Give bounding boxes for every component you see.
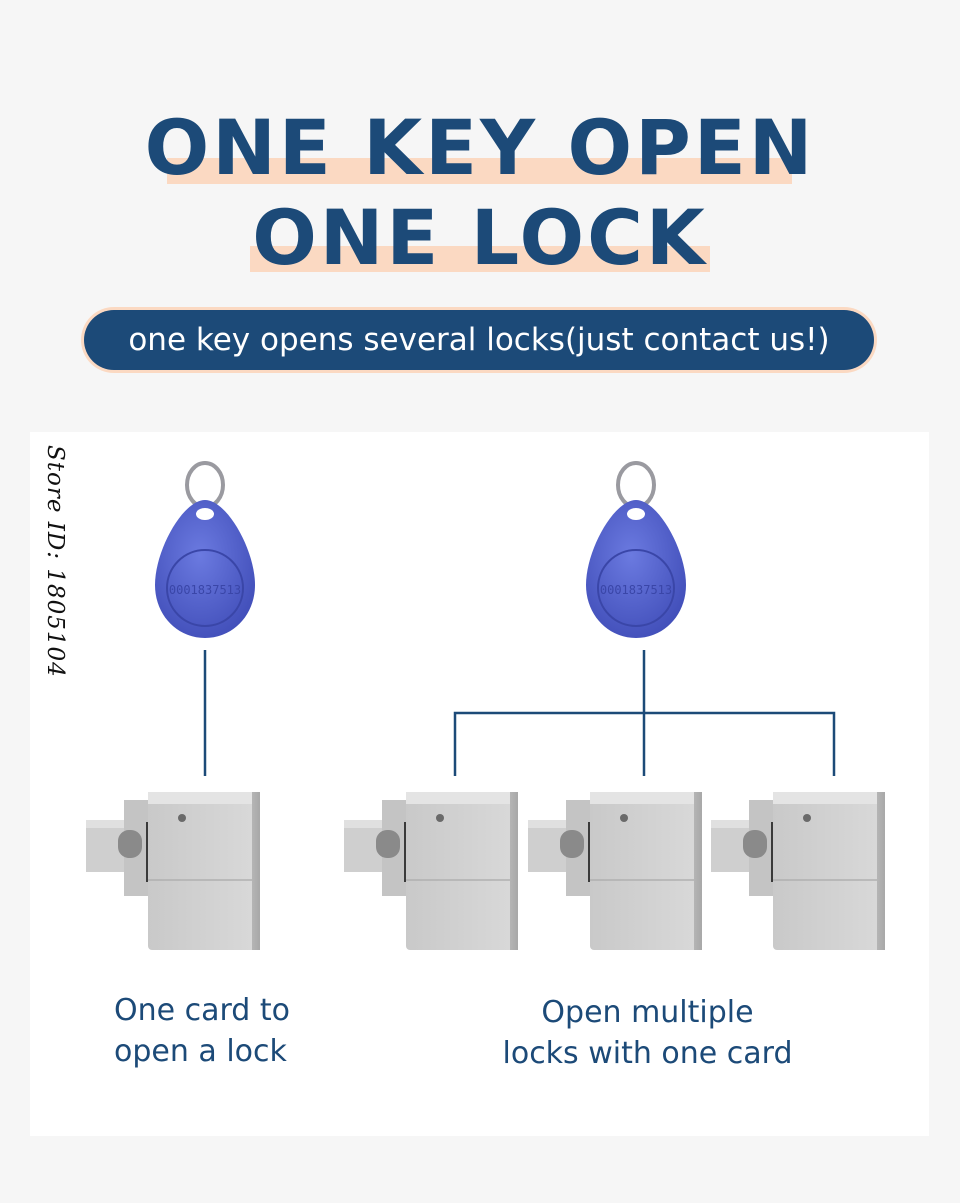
fob-serial-right: 0001837513 <box>600 583 672 597</box>
caption-single-lock: One card to open a lock <box>114 990 290 1072</box>
headline-highlight-1 <box>167 158 792 184</box>
caption-multi-line-2: locks with one card <box>502 1036 793 1071</box>
connector-lines <box>203 650 836 776</box>
caption-multi-lock: Open multiple locks with one card <box>490 992 805 1074</box>
key-fob-single-icon: 0001837513 <box>153 461 257 640</box>
caption-multi-line-1: Open multiple <box>541 995 754 1030</box>
key-fob-multi-icon: 0001837513 <box>584 461 688 640</box>
caption-single-line-1: One card to <box>114 993 291 1028</box>
cabinet-lock-single-icon <box>85 791 261 951</box>
cabinet-lock-multi-3-icon <box>710 791 886 951</box>
fob-serial-left: 0001837513 <box>169 583 241 597</box>
cabinet-lock-multi-1-icon <box>343 791 519 951</box>
headline-line-1: ONE KEY OPEN <box>144 103 816 192</box>
subtitle-pill: one key opens several locks(just contact… <box>84 310 874 370</box>
caption-single-line-2: open a lock <box>114 1034 287 1069</box>
headline-line-2: ONE LOCK <box>252 193 708 282</box>
headline-highlight-2 <box>250 246 710 272</box>
cabinet-lock-multi-2-icon <box>527 791 703 951</box>
store-id-watermark: Store ID: 1805104 <box>42 445 68 678</box>
